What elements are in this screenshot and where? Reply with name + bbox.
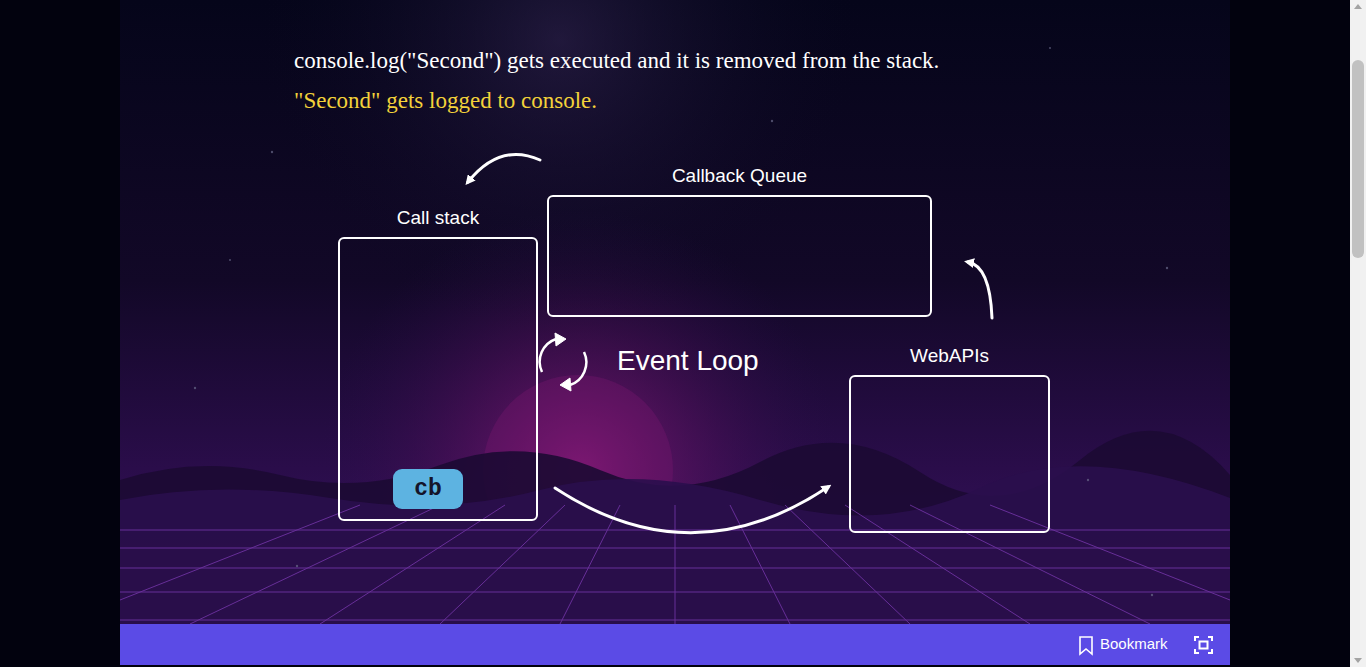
call-stack-box: Call stack cb xyxy=(338,205,538,521)
flow-arrow xyxy=(555,487,828,533)
webapis-box: WebAPIs xyxy=(849,343,1050,533)
box-heading: WebAPIs xyxy=(849,343,1050,369)
callback-chip: cb xyxy=(393,469,463,509)
event-loop-icon xyxy=(540,333,587,391)
box-outline xyxy=(547,195,932,317)
fullscreen-icon xyxy=(1195,637,1212,653)
box-heading: Call stack xyxy=(338,205,538,231)
box-outline xyxy=(849,375,1050,533)
event-loop-label: Event Loop xyxy=(617,343,759,379)
bookmark-label: Bookmark xyxy=(1100,635,1168,653)
chip-text: cb xyxy=(414,476,442,502)
box-heading: Callback Queue xyxy=(547,163,932,189)
flow-arrow xyxy=(468,154,540,182)
bookmark-icon xyxy=(1080,637,1092,654)
callback-queue-box: Callback Queue xyxy=(547,163,932,317)
flow-arrow xyxy=(968,262,992,318)
slide-title: console.log("Second") gets executed and … xyxy=(294,45,1214,77)
output-note: "Second" gets logged to console. xyxy=(294,85,1194,117)
